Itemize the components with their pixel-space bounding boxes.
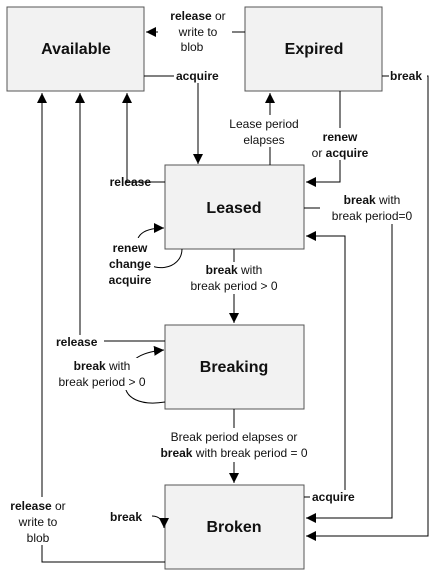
svg-text:blob: blob bbox=[181, 40, 204, 54]
arrow-breaking-to-available bbox=[75, 93, 165, 342]
arrow-expired-to-leased bbox=[306, 91, 341, 187]
label-expired-to-broken: break bbox=[389, 68, 427, 83]
svg-text:break period > 0: break period > 0 bbox=[58, 375, 145, 389]
label-expired-to-available: release or write to blob bbox=[158, 8, 232, 55]
state-breaking: Breaking bbox=[164, 324, 305, 410]
label-breaking-to-broken: Break period elapses or break with break… bbox=[140, 428, 334, 462]
svg-text:renew: renew bbox=[323, 130, 358, 144]
label-available-to-leased: acquire bbox=[174, 69, 224, 83]
label-leased-to-expired: Lease period elapses bbox=[228, 115, 300, 147]
svg-text:acquire: acquire bbox=[176, 69, 219, 83]
svg-text:break: break bbox=[390, 69, 422, 83]
svg-text:Break period elapses or: Break period elapses or bbox=[171, 430, 298, 444]
state-broken: Broken bbox=[164, 484, 305, 570]
state-leased: Leased bbox=[164, 164, 305, 250]
state-broken-label: Broken bbox=[206, 519, 261, 536]
svg-text:write to: write to bbox=[18, 515, 58, 529]
state-leased-label: Leased bbox=[206, 200, 261, 217]
state-expired: Expired bbox=[244, 6, 383, 92]
svg-text:acquire: acquire bbox=[312, 490, 355, 504]
label-expired-to-leased: renew or acquire bbox=[306, 128, 376, 160]
arrow-leased-to-broken bbox=[304, 207, 393, 523]
label-leased-to-breaking: break with break period > 0 bbox=[182, 262, 290, 294]
label-broken-to-available: release or write to blob bbox=[4, 497, 78, 545]
svg-text:acquire: acquire bbox=[109, 273, 152, 287]
label-leased-to-available: release bbox=[110, 175, 152, 189]
svg-text:break period=0: break period=0 bbox=[332, 209, 413, 223]
arrow-broken-to-available bbox=[37, 93, 165, 563]
svg-text:write to: write to bbox=[178, 25, 218, 39]
arrow-leased-to-available bbox=[122, 93, 165, 183]
svg-text:break with: break with bbox=[74, 359, 131, 373]
state-expired-label: Expired bbox=[285, 41, 344, 58]
label-breaking-self: break with break period > 0 bbox=[50, 358, 160, 390]
svg-text:release: release bbox=[110, 175, 152, 189]
svg-text:elapses: elapses bbox=[243, 133, 284, 147]
label-broken-to-leased: acquire bbox=[310, 490, 362, 504]
state-available: Available bbox=[6, 6, 145, 92]
svg-text:break with: break with bbox=[206, 263, 263, 277]
svg-text:renew: renew bbox=[113, 241, 148, 255]
svg-text:break with break period = 0: break with break period = 0 bbox=[160, 446, 307, 460]
svg-text:break period > 0: break period > 0 bbox=[190, 279, 277, 293]
label-leased-self: renew change acquire bbox=[104, 238, 154, 287]
svg-text:or acquire: or acquire bbox=[312, 146, 369, 160]
arrow-available-to-leased bbox=[144, 75, 203, 164]
state-available-label: Available bbox=[41, 41, 111, 58]
svg-text:break with: break with bbox=[344, 193, 401, 207]
label-breaking-to-available: release bbox=[56, 335, 104, 349]
svg-text:break: break bbox=[110, 510, 142, 524]
svg-text:release: release bbox=[56, 335, 98, 349]
arrow-broken-self bbox=[151, 515, 169, 529]
svg-text:blob: blob bbox=[27, 531, 50, 545]
svg-text:release or: release or bbox=[170, 9, 225, 23]
label-broken-self: break bbox=[110, 510, 142, 524]
svg-text:Lease period: Lease period bbox=[229, 117, 298, 131]
state-breaking-label: Breaking bbox=[200, 359, 268, 376]
svg-text:change: change bbox=[109, 257, 151, 271]
label-leased-to-broken: break with break period=0 bbox=[320, 192, 424, 224]
svg-text:release or: release or bbox=[10, 499, 65, 513]
